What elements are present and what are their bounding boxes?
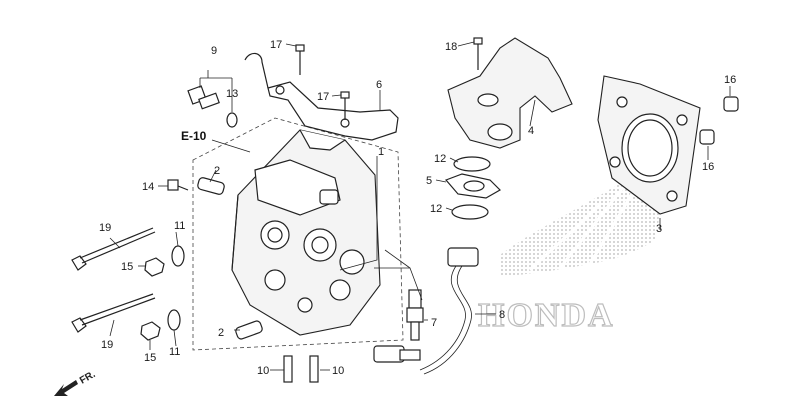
callout-15-lower: 15	[144, 352, 156, 364]
callout-2-lower: 2	[218, 327, 224, 339]
intake-pipe	[447, 37, 573, 149]
callout-12-lower: 12	[430, 203, 442, 215]
group-reference-label: E-10	[181, 129, 207, 143]
callout-12-upper: 12	[434, 153, 446, 165]
washer-11-upper	[171, 245, 185, 267]
callout-15-upper: 15	[121, 261, 133, 273]
temperature-sensor	[187, 85, 238, 128]
callout-9: 9	[211, 45, 217, 57]
callout-3: 3	[656, 223, 662, 235]
front-direction-label: FR.	[78, 369, 98, 387]
cylinder-head	[231, 129, 381, 336]
stud-10-right	[309, 355, 319, 383]
front-direction-indicator: FR.	[54, 369, 98, 396]
dowel-2-upper	[197, 177, 225, 195]
callout-13: 13	[226, 88, 238, 100]
oxygen-sensor	[373, 247, 479, 375]
callout-16-upper: 16	[724, 74, 736, 86]
callout-10-left: 10	[257, 365, 269, 377]
honda-logo: HONDA	[477, 160, 660, 335]
nut-15-lower	[140, 321, 161, 341]
callout-1: 1	[378, 146, 384, 158]
dowel-pin-lower	[699, 129, 715, 145]
spark-plug	[406, 289, 424, 341]
front-arrow-icon	[54, 380, 78, 396]
callout-8: 8	[499, 309, 505, 321]
callout-2-upper: 2	[214, 165, 220, 177]
o-ring-12-upper	[453, 156, 491, 172]
honda-wordmark: HONDA	[478, 297, 615, 334]
callout-19-lower: 19	[101, 339, 113, 351]
callout-19-upper: 19	[99, 222, 111, 234]
bolt-19-upper	[71, 227, 156, 271]
honda-wing-icon	[500, 160, 660, 276]
callout-10-right: 10	[332, 365, 344, 377]
callout-11-lower: 11	[169, 346, 180, 358]
engine-hanger-bracket	[267, 81, 399, 141]
bolt-18	[473, 37, 483, 70]
leader-lines	[109, 41, 731, 371]
bolt-17-upper	[295, 44, 305, 75]
callout-11-upper: 11	[174, 220, 185, 232]
washer-11-lower	[167, 309, 181, 331]
callout-5: 5	[426, 175, 432, 187]
dowel-pin-upper	[723, 96, 739, 112]
nut-15-upper	[144, 257, 165, 277]
bolt-19-lower	[71, 293, 156, 333]
callout-17-upper: 17	[270, 39, 282, 51]
bolt-14	[167, 179, 189, 191]
callout-6: 6	[376, 79, 382, 91]
callout-17-lower: 17	[317, 91, 329, 103]
callout-18: 18	[445, 41, 457, 53]
callout-4: 4	[528, 125, 534, 137]
callout-7: 7	[431, 317, 437, 329]
o-ring-12-lower	[451, 204, 489, 220]
stud-10-left	[283, 355, 293, 383]
callout-16-lower: 16	[702, 161, 714, 173]
dowel-2-lower	[235, 320, 263, 340]
callout-14: 14	[142, 181, 154, 193]
